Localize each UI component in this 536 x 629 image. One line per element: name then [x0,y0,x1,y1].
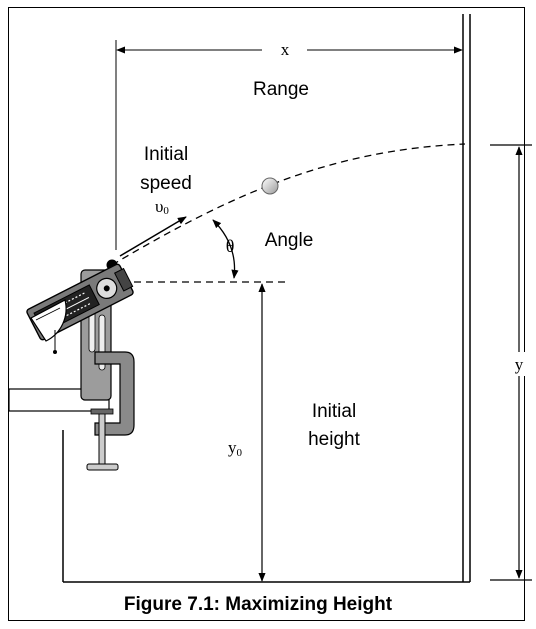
velocity-arrow [119,216,187,257]
trajectory-path [111,143,466,266]
y0-symbol: y0 [228,438,243,459]
y-var-label: y [515,355,524,374]
height-dimension: y [490,144,532,581]
angle-symbol: θ [226,236,235,256]
projectile-ball [261,177,279,195]
target-board [62,14,471,583]
initial-height-label-2: height [308,429,360,450]
diagram-frame [8,7,525,621]
initial-height-label-1: Initial [312,401,356,422]
angle-label: Angle [265,230,314,251]
c-clamp [86,351,135,471]
protractor [30,299,67,354]
range-var-label: x [281,40,290,59]
range-label: Range [253,79,309,100]
figure-caption: Figure 7.1: Maximizing Height [124,594,393,615]
initial-speed-label-2: speed [140,173,192,194]
angle-arc [212,219,239,279]
velocity-symbol: υ0 [155,197,169,217]
range-dimension: x [115,40,463,250]
initial-speed-label-1: Initial [144,144,188,165]
